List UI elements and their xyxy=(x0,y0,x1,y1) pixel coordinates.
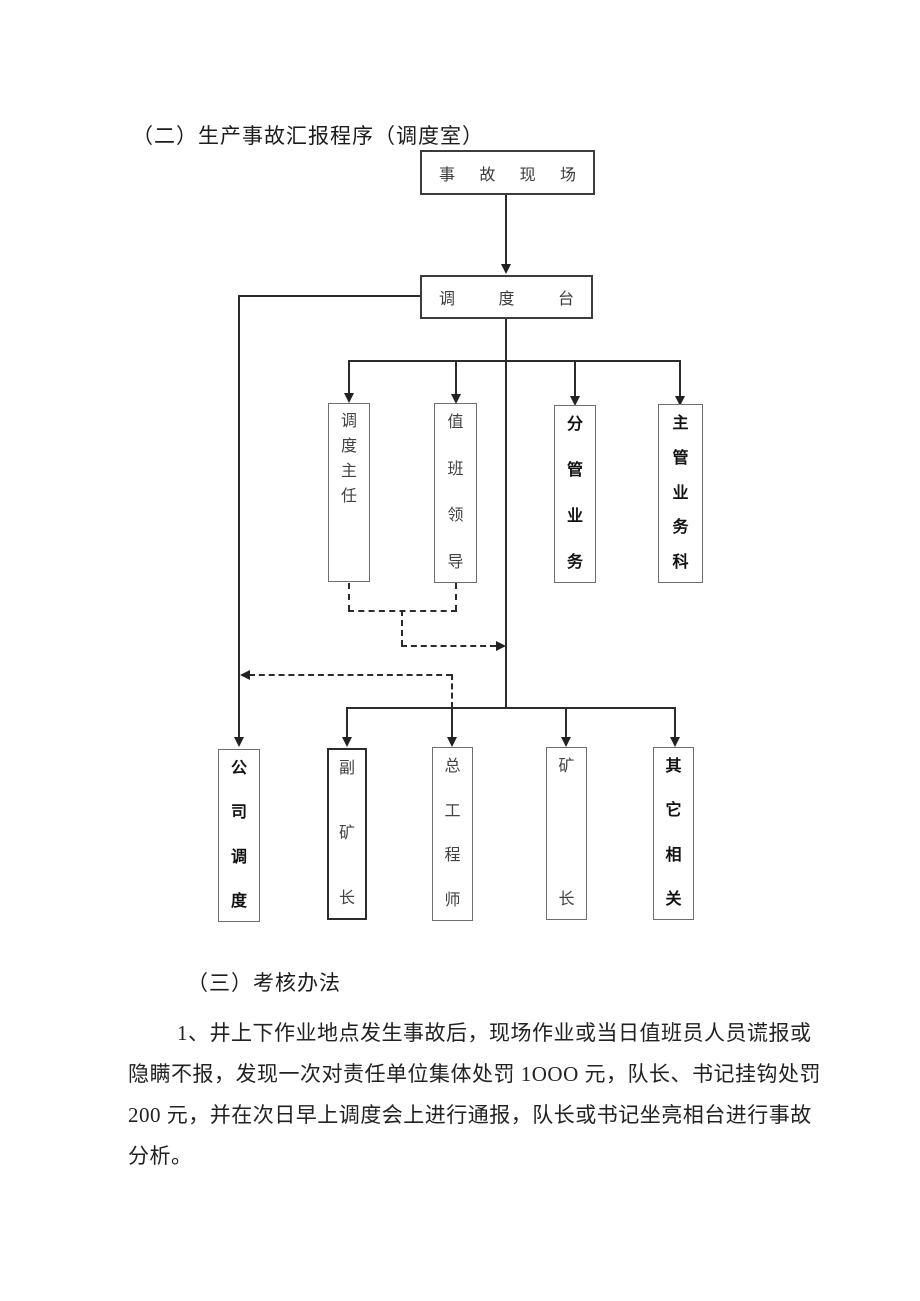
flow-box-other-related: 其它相关 xyxy=(653,747,694,920)
arrowhead-down-other-related xyxy=(670,737,680,747)
arrowhead-down-company-dispatch xyxy=(234,737,244,747)
flow-box-business-dept: 主管业务科 xyxy=(658,404,703,583)
arrowhead-down-chief-engineer xyxy=(447,737,457,747)
arrowhead-down-business-manager xyxy=(570,396,580,406)
connector-stub xyxy=(565,707,567,738)
connector-stub xyxy=(455,360,457,394)
connector-stub xyxy=(451,707,453,738)
dashed-stub-duty-leader xyxy=(455,583,457,611)
connector-stub xyxy=(574,360,576,396)
flow-box-mine-chief: 矿长 xyxy=(546,747,587,920)
arrowhead-down-business-dept xyxy=(675,396,685,406)
arrowhead-down-dispatch-director xyxy=(344,393,354,403)
connector-stub xyxy=(679,360,681,396)
paragraph-line: 隐瞒不报，发现一次对责任单位集体处罚 1OOO 元，队长、书记挂钩处罚 xyxy=(128,1062,821,1086)
dashed-to-trunk xyxy=(401,645,496,647)
connector-scene-dispatch xyxy=(505,195,507,266)
arrowhead-down-mine-chief xyxy=(561,737,571,747)
flow-box-business-manager: 分管业务 xyxy=(554,405,596,583)
dashed-feedback-bar xyxy=(249,674,452,676)
connector-stub xyxy=(348,360,350,394)
flow-box-accident-scene: 事故现场 xyxy=(420,150,595,195)
flow-box-dispatch-station: 调度台 xyxy=(420,275,593,319)
flow-box-company-dispatch: 公司调度 xyxy=(218,749,260,922)
arrowhead-down-dispatch xyxy=(501,264,511,274)
arrowhead-right-trunk xyxy=(496,641,506,651)
flow-box-deputy-mine-chief: 副矿长 xyxy=(327,748,367,920)
flow-box-dispatch-director: 调度主任 xyxy=(328,403,370,582)
flow-box-chief-engineer: 总工程师 xyxy=(432,747,473,921)
dashed-drop xyxy=(401,610,403,646)
connector-upper-bar xyxy=(348,360,681,362)
arrowhead-left-company-line xyxy=(240,670,250,680)
flow-box-duty-leader: 值班领导 xyxy=(434,403,477,583)
section-heading-assessment: （三）考核办法 xyxy=(187,971,341,995)
arrowhead-down-duty-leader xyxy=(451,394,461,404)
connector-lower-bar xyxy=(346,707,676,709)
connector-stub xyxy=(346,707,348,738)
flowchart: 事故现场 调度台 调度主任 值班领导 分管业务 主管业务科 xyxy=(218,150,703,922)
connector-stub xyxy=(674,707,676,738)
dashed-stub-director xyxy=(348,583,350,611)
arrowhead-down-deputy-chief xyxy=(342,737,352,747)
connector-center-trunk xyxy=(505,319,507,708)
dashed-feedback-drop xyxy=(451,674,453,708)
connector-left-horizontal xyxy=(239,295,420,297)
paragraph-line: 200 元，并在次日早上调度会上进行通报，队长或书记坐亮相台进行事故 xyxy=(128,1103,812,1127)
assessment-paragraph: 1、井上下作业地点发生事故后，现场作业或当日值班员人员谎报或 隐瞒不报，发现一次… xyxy=(128,1013,828,1177)
paragraph-line: 分析。 xyxy=(128,1144,193,1168)
section-heading-report-procedure: （二）生产事故汇报程序（调度室） xyxy=(132,124,484,148)
connector-left-vertical xyxy=(238,295,240,737)
paragraph-line: 1、井上下作业地点发生事故后，现场作业或当日值班员人员谎报或 xyxy=(177,1021,812,1045)
